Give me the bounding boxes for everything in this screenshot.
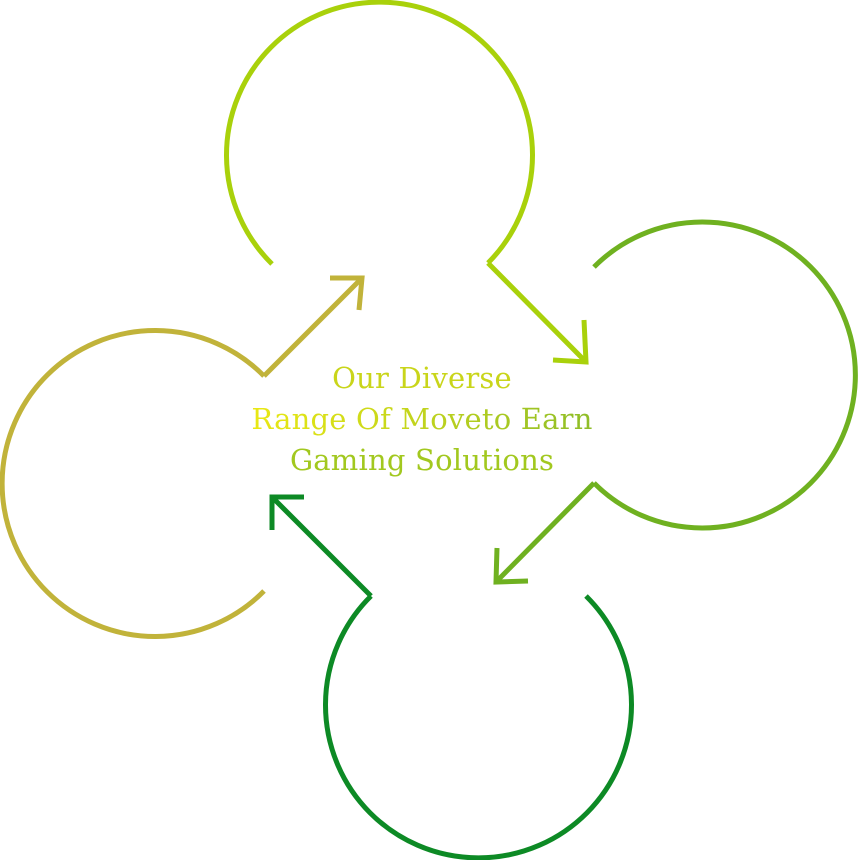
bottom-loop-arrow-head xyxy=(269,494,304,530)
left-loop xyxy=(0,275,365,639)
title-line-3: Gaming Solutions xyxy=(289,443,555,477)
right-loop-arrow-shaft xyxy=(494,481,596,584)
bottom-loop-arc xyxy=(323,594,634,860)
left-loop-arrow-head xyxy=(330,275,365,311)
right-loop-arc xyxy=(592,219,858,531)
bottom-loop-arrow-shaft xyxy=(270,495,373,598)
bottom-loop xyxy=(269,494,634,860)
center-title: Our Diverse Range Of Moveto Earn Gaming … xyxy=(222,358,622,481)
title-line-2: Range Of Moveto Earn xyxy=(222,399,622,440)
top-loop-arrow-head xyxy=(552,319,589,365)
title-line-1: Our Diverse xyxy=(332,361,512,395)
top-loop xyxy=(224,0,589,365)
top-loop-arc xyxy=(224,0,535,266)
left-loop-arc xyxy=(0,328,266,639)
left-loop-arrow-shaft xyxy=(262,276,364,378)
top-loop-arrow-shaft xyxy=(486,261,588,364)
right-loop-arrow-head xyxy=(493,547,529,585)
right-loop xyxy=(493,219,858,585)
